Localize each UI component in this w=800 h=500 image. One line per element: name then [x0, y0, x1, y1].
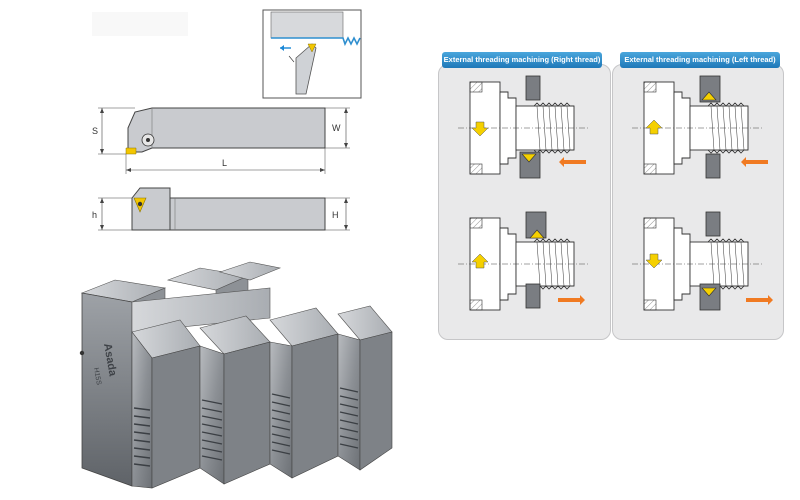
dim-label-h-large: H: [332, 210, 339, 220]
holder-top-view: [98, 107, 350, 174]
threading-diagrams: [457, 75, 773, 311]
pin-hole: [79, 350, 85, 356]
panel-left-title: External threading machining (Left threa…: [620, 52, 780, 68]
diagram-right-thread-top: [457, 75, 589, 179]
chaser-die-3: [269, 307, 339, 479]
diagram-right-thread-bottom: [457, 211, 589, 311]
watermark: [92, 12, 188, 36]
dim-label-w: W: [332, 123, 341, 133]
chaser-die-4: [337, 305, 393, 471]
diagram-left-thread-top: [631, 75, 768, 179]
holder-side-view: [98, 187, 350, 231]
thread-detail-inset: [262, 9, 362, 99]
die-model-label: H15S: [92, 367, 102, 386]
panel-right-title: External threading machining (Right thre…: [442, 52, 602, 68]
chaser-die-2: [199, 315, 271, 485]
chaser-die-1: [131, 319, 201, 489]
tool-drawing: S W L h H: [92, 9, 362, 231]
dim-label-s: S: [92, 126, 98, 136]
dim-label-h-small: h: [92, 210, 97, 220]
diagram-left-thread-bottom: [631, 211, 773, 311]
dim-label-l: L: [222, 158, 227, 168]
chaser-die-set: Asada H15S: [79, 261, 393, 489]
die-brand-label: Asada: [101, 342, 119, 377]
